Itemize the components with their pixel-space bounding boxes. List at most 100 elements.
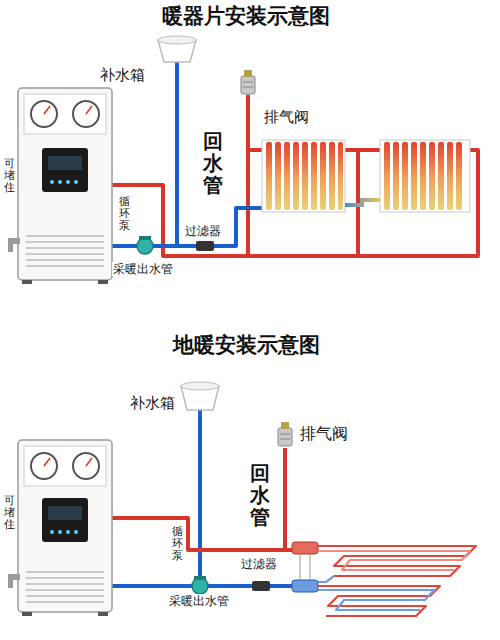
boiler [26,583,104,585]
air-vent [243,82,253,83]
boiler [42,498,88,542]
drain-tap [8,574,20,588]
radiator [329,142,335,210]
radiator [338,142,343,210]
boiler [26,265,104,267]
radiator [320,142,326,210]
radiator [447,142,453,210]
air-vent [278,428,292,446]
boiler [74,180,78,184]
radiator [393,142,399,210]
radiator [411,142,417,210]
radiator [275,142,281,210]
callout-label: 采暖出水管 [112,262,174,276]
section-heading: 地暖安装示意图 [0,333,496,358]
vertical-label: 回水管 [203,130,223,196]
drain-tap [8,574,20,580]
radiator [380,140,470,212]
boiler [26,572,104,602]
air-vent [278,422,292,446]
boiler [26,236,104,266]
boiler [18,440,112,616]
pipes [198,410,202,580]
radiator [302,142,308,210]
boiler [66,530,70,534]
pipes [246,95,250,256]
pipes [345,148,380,152]
radiator [429,142,435,210]
vertical-label: 循环泵 [172,526,183,562]
vertical-label: 循环泵 [119,196,130,232]
callout-label: 过滤器 [184,224,222,238]
boiler [31,453,57,479]
air-vent [281,422,289,429]
radiator [266,142,272,210]
floor-heating-loops [318,546,476,616]
boiler [26,247,104,249]
boiler [44,106,50,114]
radiator [311,142,317,210]
boiler [66,180,70,184]
boiler [48,506,82,520]
air-vent [244,70,252,77]
pipes [112,208,262,246]
water-tank [158,36,196,44]
floor-heating-loops [318,551,470,570]
floor-heating-loops [318,546,476,576]
boiler [48,156,82,170]
radiator [380,140,470,212]
filter [196,241,214,251]
boiler [26,589,104,591]
air-vent [280,439,290,440]
boiler [73,101,99,127]
callout-label: 排气阀 [300,424,348,443]
filter [196,241,214,251]
boiler [44,458,50,466]
air-vent [280,434,290,435]
radiator [420,142,426,210]
pump [192,576,208,594]
boiler [58,530,62,534]
manifold [292,580,318,592]
vertical-label: 回水管 [250,462,270,528]
boiler [26,241,104,243]
boiler [26,571,104,573]
callout-label: 采暖出水管 [168,594,230,608]
callout-label: 过滤器 [240,557,278,571]
water-tank [158,36,196,62]
boiler [22,612,32,616]
radiator [284,142,290,210]
vertical-label: 可堵住 [4,495,15,531]
drain-tap [8,244,13,252]
boiler [26,235,104,237]
manifold [310,554,311,580]
boiler [22,280,32,284]
boiler [73,453,99,479]
boiler [26,595,104,597]
radiator [266,142,343,210]
filter [252,581,270,591]
boiler [18,88,112,280]
callout-label: 排气阀 [264,108,309,126]
filter [252,581,270,591]
boiler [24,94,106,134]
air-vent [241,76,255,94]
vertical-label: 可堵住 [4,158,15,194]
pump [192,578,208,594]
boiler [42,148,88,192]
pump [137,236,153,254]
air-vent [243,87,253,88]
floor-heating-loops [318,576,334,582]
pipes [283,448,287,550]
water-tank [181,382,219,390]
floor-heating-loops [318,586,440,616]
boiler [31,101,57,127]
boiler [86,106,92,114]
boiler [98,280,108,284]
drain-tap [8,238,20,244]
boiler [98,612,108,616]
radiator [456,142,462,210]
air-vent [241,70,255,94]
manifold [292,542,318,554]
boiler [24,446,106,486]
